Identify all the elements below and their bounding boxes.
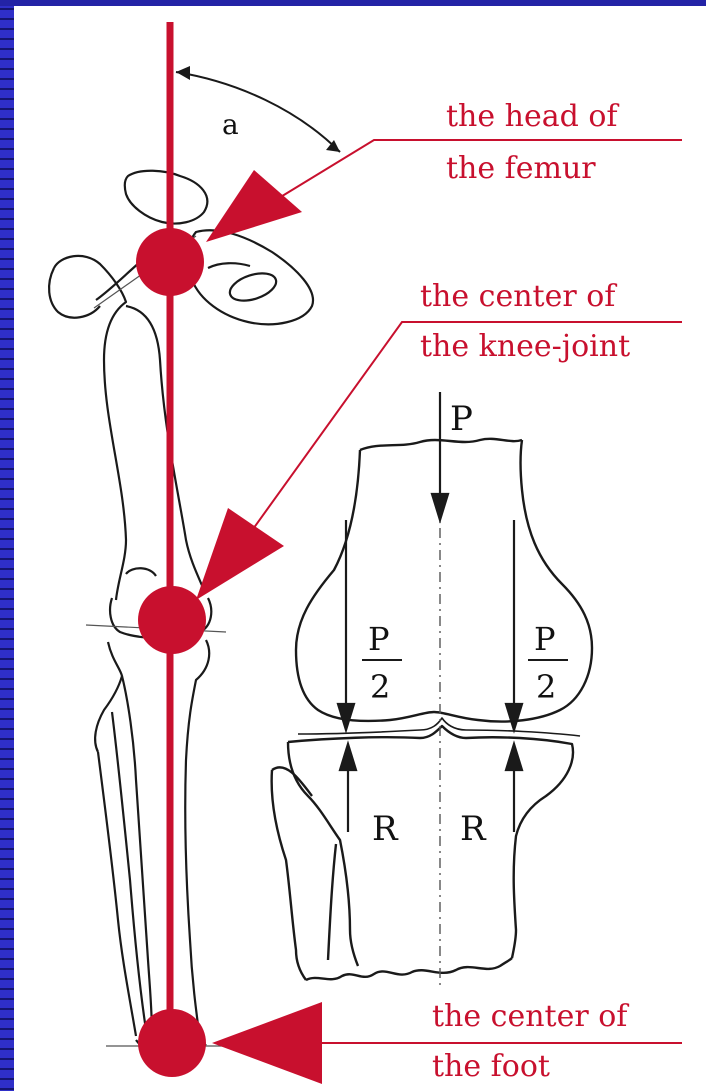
left-reaction-arrowhead [340, 744, 356, 770]
knee-center-dot [138, 586, 206, 654]
knee-label-line1: the center of [420, 279, 617, 314]
angle-arc [176, 72, 340, 152]
angle-label: a [222, 108, 239, 141]
left-half-denominator: 2 [370, 668, 390, 706]
femur-head-arrowhead [206, 170, 302, 242]
greater-trochanter [49, 268, 100, 318]
foot-arrowhead [212, 1002, 322, 1084]
foot-center-dot [138, 1009, 206, 1077]
right-half-numerator: P [534, 620, 556, 658]
left-half-numerator: P [368, 620, 390, 658]
pubis-line [208, 263, 250, 268]
right-reaction-arrowhead [506, 744, 522, 770]
tibia-bottom-edge [306, 958, 512, 980]
pelvis-outline [188, 230, 313, 324]
right-half-denominator: 2 [536, 668, 556, 706]
fibula-head-outline [272, 770, 306, 980]
force-arrows [338, 392, 522, 832]
right-reaction-symbol: R [460, 809, 487, 849]
fibula-inner [112, 712, 146, 1030]
foot-label-line2: the foot [432, 1049, 550, 1084]
ilium-outline [125, 171, 208, 224]
left-reaction-symbol: R [372, 809, 399, 849]
femur-head-center-dot [136, 228, 204, 296]
tibia-outline-right [185, 640, 209, 1040]
leader-lines [248, 140, 682, 1043]
right-half-load-arrowhead [506, 704, 522, 730]
fibula-head-cap [272, 767, 312, 796]
femur-head-label-line2: the femur [446, 151, 596, 186]
knee-label-line2: the knee-joint [420, 329, 630, 364]
fibula-shaft-right [328, 844, 336, 960]
knee-joint-drawing [272, 439, 592, 980]
femur-head-label-line1: the head of [446, 99, 619, 134]
load-arrowhead [432, 494, 448, 520]
femur-outline-left [54, 256, 126, 600]
foot-label-line1: the center of [432, 999, 629, 1034]
obturator-foramen [226, 268, 279, 306]
knee-arrowhead [196, 508, 284, 600]
load-symbol: P [450, 399, 473, 439]
tibial-plateau [95, 642, 122, 752]
joint-space-line [298, 718, 580, 736]
left-half-load-arrowhead [338, 704, 354, 730]
femur-outline-right [126, 306, 204, 590]
patella [126, 568, 156, 576]
angle-arrowhead-start [176, 66, 190, 80]
